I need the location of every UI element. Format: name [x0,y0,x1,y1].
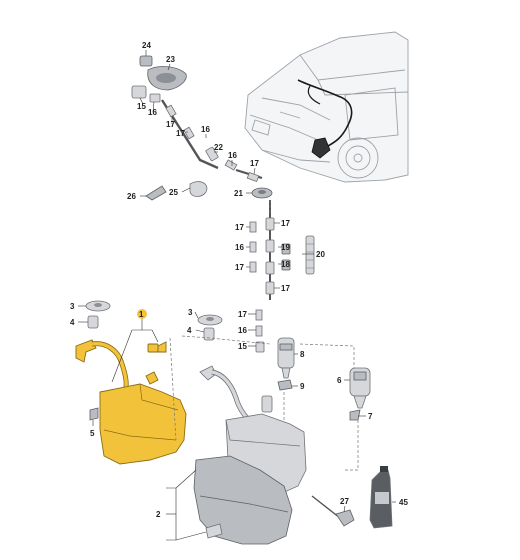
callout-4-left: 4 [70,318,75,327]
callout-8: 8 [300,350,305,359]
clip-and-bottle [311,466,393,529]
callout-1: 1 [139,310,144,319]
callout-15-low: 15 [238,342,247,351]
callout-23: 23 [166,55,175,64]
callout-21: 21 [234,189,243,198]
callout-17-mid-b: 17 [281,219,290,228]
callout-16-mid: 16 [235,243,244,252]
callout-4-mid: 4 [187,326,192,335]
washer-pump [277,337,295,391]
small-left-parts [89,407,99,421]
callout-17-mid-a: 17 [235,223,244,232]
callout-20: 20 [316,250,325,259]
callout-45: 45 [399,498,408,507]
assembly-lines [169,200,359,471]
callout-3-left: 3 [70,302,75,311]
callout-labels: 24 23 15 16 17 17 16 22 16 17 26 25 21 1… [70,41,408,519]
callout-9: 9 [300,382,305,391]
callout-24: 24 [142,41,151,50]
reservoir-tank [193,365,307,545]
callout-22: 22 [214,143,223,152]
callout-25: 25 [169,188,178,197]
highlighted-reservoir [75,339,187,465]
callout-6: 6 [337,376,342,385]
highlight-badge [137,309,147,319]
callout-17-upper-b: 17 [176,129,185,138]
callout-17-mid-c: 17 [235,263,244,272]
callout-16-low: 16 [238,326,247,335]
callout-17-low: 17 [238,310,247,319]
callout-19: 19 [281,243,290,252]
callout-16-upper-b: 16 [201,125,210,134]
callout-5: 5 [90,429,95,438]
callout-16-upper: 16 [148,108,157,117]
callout-17-upper-a: 17 [166,120,175,129]
callout-15-upper: 15 [137,102,146,111]
callout-18: 18 [281,260,290,269]
middle-hose-stack [249,200,315,353]
callout-17-upper-c: 17 [250,159,259,168]
callout-26: 26 [127,192,136,201]
second-pump [349,367,371,421]
callout-3-mid: 3 [188,308,193,317]
callout-16-upper-c: 16 [228,151,237,160]
callout-7: 7 [368,412,373,421]
upper-hose-parts [131,55,273,201]
vehicle-front-view [244,31,409,183]
grommets [85,300,223,341]
callout-2: 2 [156,510,161,519]
callout-27: 27 [340,497,349,506]
callout-17-mid-d: 17 [281,284,290,293]
leader-lines [78,50,396,541]
